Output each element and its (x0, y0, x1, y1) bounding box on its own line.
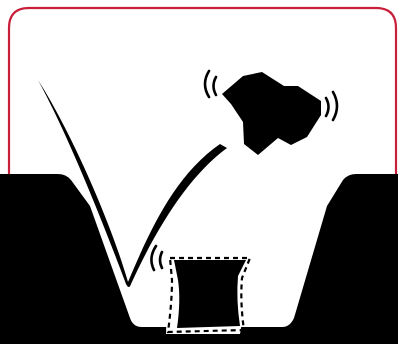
inserted-block (174, 260, 246, 328)
rock-vibration-right (326, 92, 337, 120)
flying-rock (222, 72, 321, 155)
block-vibration-right (252, 290, 263, 320)
block-vibration-left (151, 246, 162, 270)
rock-vibration-left (205, 71, 216, 97)
